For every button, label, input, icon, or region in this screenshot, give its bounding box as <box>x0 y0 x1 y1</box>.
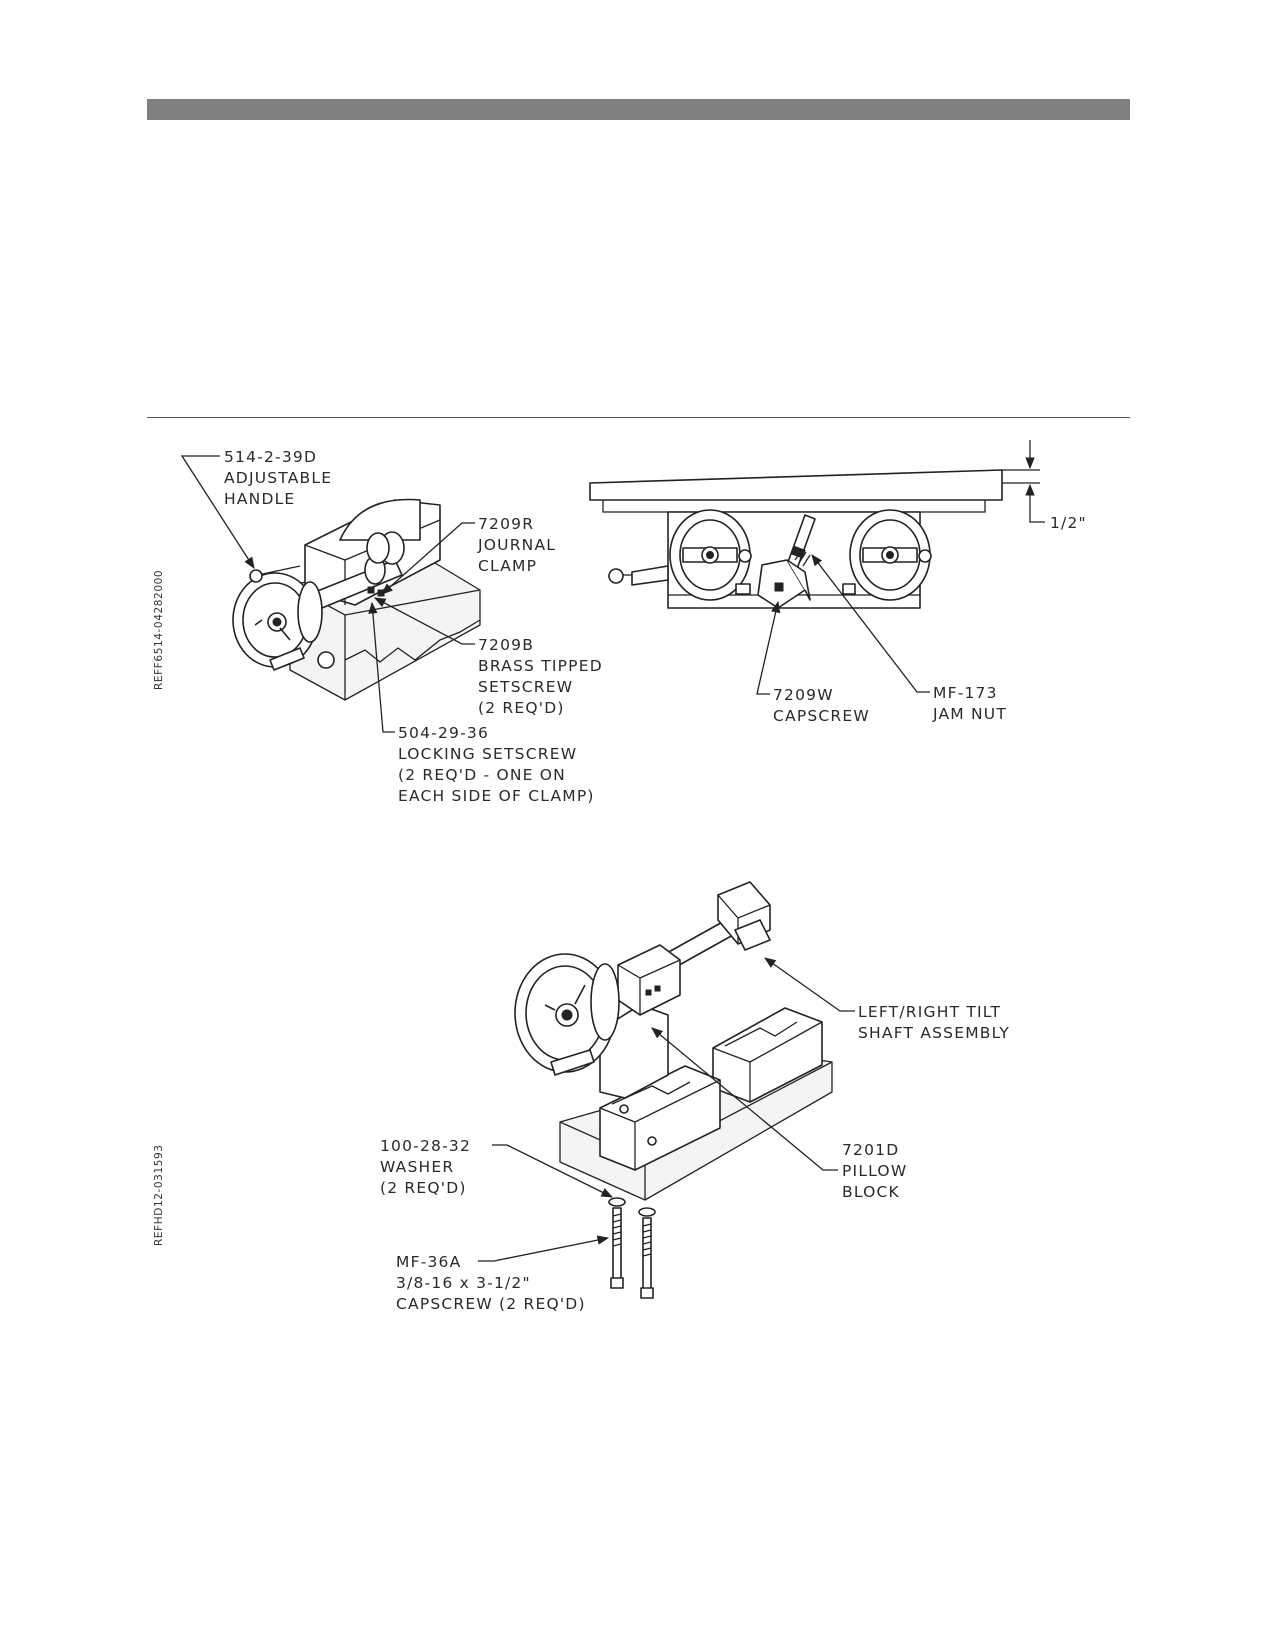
callout-journal-clamp: 7209R JOURNAL CLAMP <box>477 515 556 575</box>
callout-locking-setscrew-line4: EACH SIDE OF CLAMP) <box>398 787 595 805</box>
callout-journal-clamp-part: 7209R <box>478 515 534 533</box>
callout-washer-part: 100-28-32 <box>380 1137 471 1155</box>
callout-brass-setscrew-line3: SETSCREW <box>478 678 573 696</box>
callout-handle: 514-2-39D ADJUSTABLE HANDLE <box>224 448 332 508</box>
callout-handle-part: 514-2-39D <box>224 448 317 466</box>
ref-code-bottom: REFHD12-031593 <box>153 1144 165 1246</box>
callout-tilt-shaft-line2: SHAFT ASSEMBLY <box>858 1024 1010 1042</box>
callout-locking-setscrew-part: 504-29-36 <box>398 724 489 742</box>
callout-pillow-block-part: 7201D <box>842 1141 899 1159</box>
callout-capscrew-bottom: MF-36A 3/8-16 x 3-1/2" CAPSCREW (2 REQ'D… <box>396 1253 586 1313</box>
callout-brass-setscrew: 7209B BRASS TIPPED SETSCREW (2 REQ'D) <box>478 636 603 717</box>
journal-clamp-drawing <box>232 498 481 701</box>
tilt-shaft-drawing <box>514 881 833 1299</box>
header-bar <box>147 99 1130 120</box>
top-leaders <box>180 455 930 733</box>
callout-journal-clamp-line2: JOURNAL <box>477 536 556 554</box>
callout-handle-line3: HANDLE <box>224 490 295 508</box>
callout-journal-clamp-line3: CLAMP <box>478 557 537 575</box>
callout-capscrew-bottom-line2: 3/8-16 x 3-1/2" <box>396 1274 531 1292</box>
callout-locking-setscrew: 504-29-36 LOCKING SETSCREW (2 REQ'D - ON… <box>398 724 595 805</box>
ref-code-top: REFF6514-04282000 <box>153 570 165 690</box>
callout-brass-setscrew-line2: BRASS TIPPED <box>478 657 603 675</box>
bottom-leaders <box>478 957 855 1262</box>
callout-capscrew-bottom-line3: CAPSCREW (2 REQ'D) <box>396 1295 586 1313</box>
callout-jam-nut: MF-173 JAM NUT <box>932 684 1007 723</box>
callout-capscrew-top: 7209W CAPSCREW <box>773 686 870 725</box>
callout-brass-setscrew-part: 7209B <box>478 636 534 654</box>
callout-locking-setscrew-line3: (2 REQ'D - ONE ON <box>398 766 566 784</box>
callout-jam-nut-line2: JAM NUT <box>932 705 1007 723</box>
callout-brass-setscrew-line4: (2 REQ'D) <box>478 699 565 717</box>
callout-pillow-block-line3: BLOCK <box>842 1183 900 1201</box>
dimension-label: 1/2" <box>1050 514 1087 532</box>
callout-pillow-block-line2: PILLOW <box>842 1162 907 1180</box>
callout-handle-line2: ADJUSTABLE <box>224 469 332 487</box>
callout-jam-nut-part: MF-173 <box>933 684 998 702</box>
section-divider <box>147 417 1130 418</box>
callout-tilt-shaft-line1: LEFT/RIGHT TILT <box>858 1003 1001 1021</box>
callout-pillow-block: 7201D PILLOW BLOCK <box>842 1141 907 1201</box>
tilt-table-drawing <box>589 440 1045 609</box>
callout-capscrew-top-line2: CAPSCREW <box>773 707 870 725</box>
callout-locking-setscrew-line2: LOCKING SETSCREW <box>398 745 577 763</box>
callout-tilt-shaft: LEFT/RIGHT TILT SHAFT ASSEMBLY <box>858 1003 1010 1042</box>
callout-washer-line2: WASHER <box>380 1158 454 1176</box>
callout-washer: 100-28-32 WASHER (2 REQ'D) <box>380 1137 471 1197</box>
callout-capscrew-bottom-part: MF-36A <box>396 1253 461 1271</box>
callout-washer-line3: (2 REQ'D) <box>380 1179 467 1197</box>
callout-capscrew-top-part: 7209W <box>773 686 834 704</box>
